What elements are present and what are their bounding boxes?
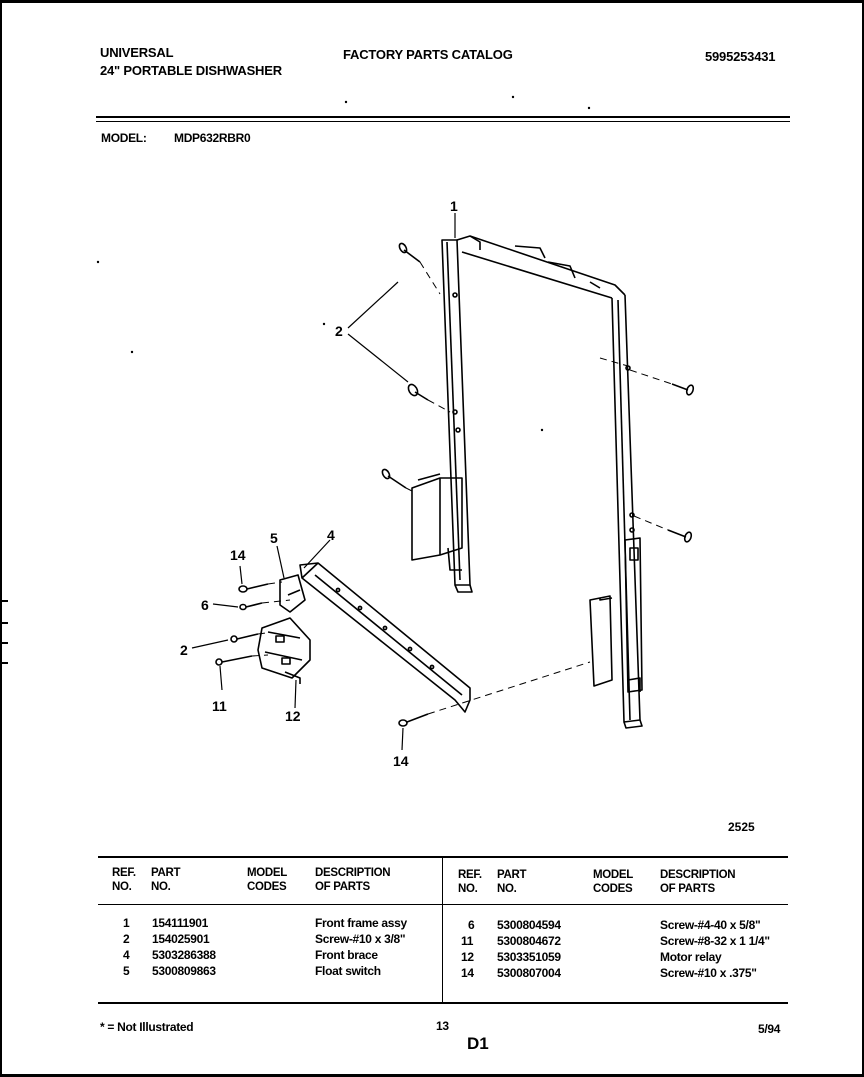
- margin-mark: [0, 662, 8, 664]
- row-description: Screw-#10 x .375": [660, 966, 757, 980]
- row-part-number: 5303286388: [152, 948, 216, 962]
- front-brace: [299, 562, 471, 713]
- row-ref: 4: [123, 948, 130, 962]
- model-value: MDP632RBR0: [174, 131, 251, 145]
- row-description: Front frame assy: [315, 916, 407, 930]
- screw-right-upper: [671, 383, 695, 396]
- screw-part-2-upper: [398, 242, 421, 263]
- header-rule-thin: [96, 121, 790, 122]
- row-part-number: 154111901: [152, 916, 209, 930]
- header-rule: [96, 116, 790, 118]
- footer-note: * = Not Illustrated: [100, 1020, 194, 1034]
- callout-6: 6: [201, 597, 209, 613]
- row-ref: 2: [123, 932, 130, 946]
- screw-part-14-upper: [238, 583, 269, 593]
- row-ref: 6: [468, 918, 475, 932]
- row-part-number: 154025901: [152, 932, 210, 946]
- revision-date: 5/94: [758, 1022, 781, 1036]
- margin-mark: [0, 600, 8, 602]
- motor-relay: [257, 617, 311, 684]
- callout-12: 12: [285, 708, 301, 724]
- exploded-parts-diagram: 1 2 4 5 14 6 2 11 12 14 2525: [96, 95, 755, 834]
- row-ref: 11: [461, 934, 474, 948]
- row-description: Screw-#10 x 3/8": [315, 932, 406, 946]
- row-description: Float switch: [315, 964, 381, 978]
- row-part-number: 5300804594: [497, 918, 561, 932]
- row-description: Screw-#8-32 x 1 1/4": [660, 934, 770, 948]
- row-part-number: 5300804672: [497, 934, 561, 948]
- row-ref: 5: [123, 964, 130, 978]
- col-header-ref-right: REF.NO.: [458, 869, 482, 895]
- row-description: Screw-#4-40 x 5/8": [660, 918, 761, 932]
- callout-2-lower: 2: [180, 642, 188, 658]
- section-code: D1: [467, 1034, 489, 1053]
- callout-14-lower: 14: [393, 753, 409, 769]
- row-part-number: 5300807004: [497, 966, 561, 980]
- callout-1: 1: [450, 198, 458, 214]
- screw-part-2-lower: [230, 633, 259, 643]
- float-switch: [279, 574, 306, 613]
- screw-part-14-lower: [398, 713, 429, 727]
- margin-mark: [0, 642, 8, 644]
- model-label: MODEL:: [101, 131, 147, 145]
- figure-number: 2525: [728, 820, 755, 834]
- table-column-divider: [442, 856, 443, 1004]
- screw-bracket-left: [381, 468, 407, 489]
- row-description: Motor relay: [660, 950, 722, 964]
- page-number: 13: [436, 1019, 449, 1033]
- screw-part-6: [239, 602, 263, 611]
- row-ref: 12: [461, 950, 474, 964]
- table-top-rule: [98, 856, 788, 858]
- row-ref: 1: [123, 916, 130, 930]
- brand-name: UNIVERSAL: [100, 45, 174, 60]
- callout-5: 5: [270, 530, 278, 546]
- product-name: 24" PORTABLE DISHWASHER: [100, 63, 282, 78]
- screw-part-2-middle: [407, 383, 429, 401]
- screw-part-11: [215, 655, 253, 666]
- front-frame-assembly: [411, 235, 643, 729]
- col-header-ref: REF.NO.: [112, 867, 136, 893]
- catalog-title: FACTORY PARTS CATALOG: [343, 47, 513, 62]
- row-part-number: 5303351059: [497, 950, 561, 964]
- callout-4: 4: [327, 527, 335, 543]
- screw-right-lower: [667, 529, 693, 543]
- document-number: 5995253431: [705, 49, 776, 64]
- row-ref: 14: [461, 966, 474, 980]
- table-header-rule: [98, 904, 788, 905]
- row-description: Front brace: [315, 948, 378, 962]
- row-part-number: 5300809863: [152, 964, 216, 978]
- table-bottom-rule: [98, 1002, 788, 1004]
- callout-2: 2: [335, 323, 343, 339]
- margin-mark: [0, 622, 8, 624]
- callout-11: 11: [212, 698, 227, 714]
- callout-14-upper: 14: [230, 547, 246, 563]
